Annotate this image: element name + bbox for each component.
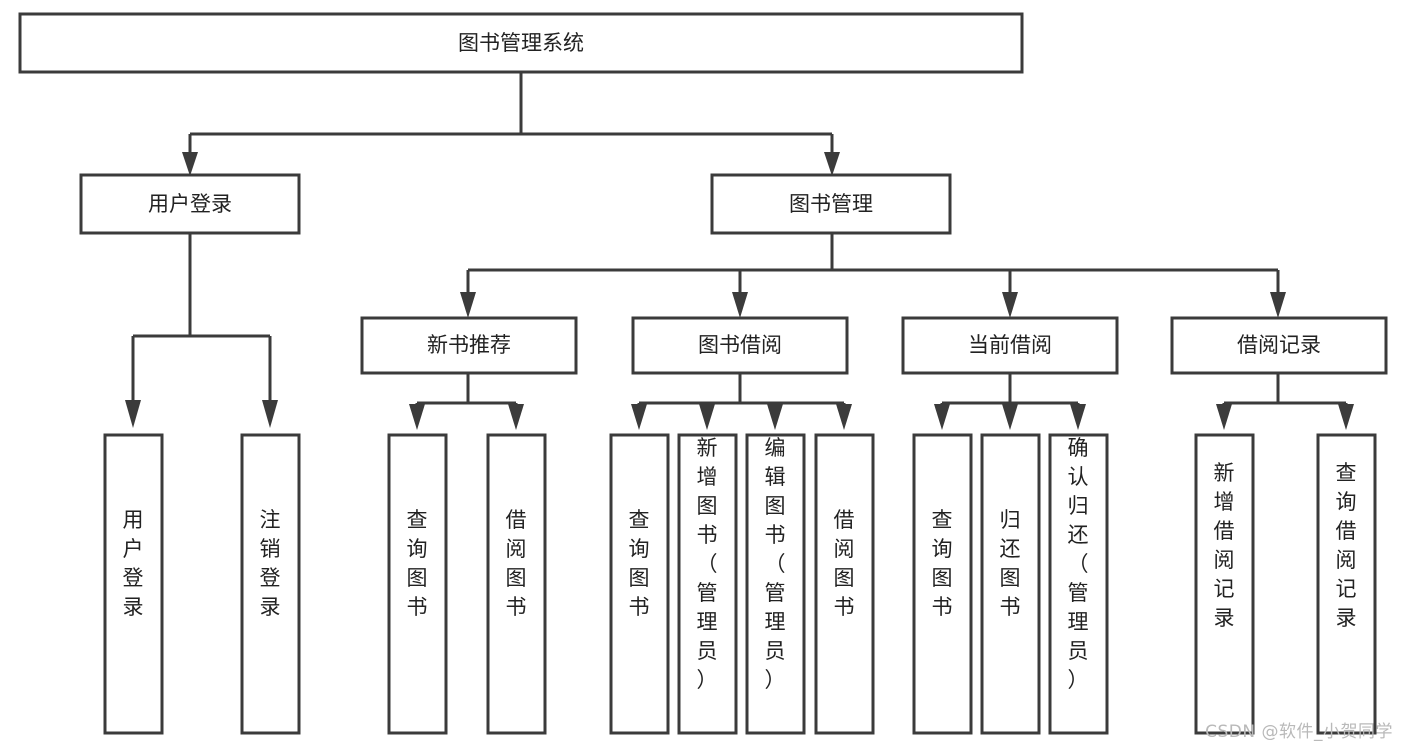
node-leaf-borrow-record-0[interactable]: 新增借阅记录 (1194, 433, 1255, 735)
arrow-head-bb-2 (767, 404, 783, 430)
node-book-management[interactable]: 图书管理 (710, 173, 952, 235)
node-leaf-book-borrow-3-box[interactable] (814, 433, 875, 735)
node-leaf-current-borrow-1-box[interactable] (980, 433, 1041, 735)
node-leaf-current-borrow-0-box[interactable] (912, 433, 973, 735)
node-leaf-user-login-1[interactable]: 注销登录 (240, 433, 301, 735)
node-leaf-book-borrow-1-label: 新增图书（管理员） (697, 436, 718, 692)
arrow-head-book-mgmt (824, 152, 840, 176)
connector-root-to-level2 (182, 72, 840, 176)
node-leaf-user-login-1-box[interactable] (240, 433, 301, 735)
node-root-system-label: 图书管理系统 (458, 31, 584, 55)
connector-book-borrow-to-leaves (631, 373, 852, 430)
node-book-borrow[interactable]: 图书借阅 (631, 316, 849, 375)
arrow-head-br-0 (1216, 404, 1232, 430)
node-new-book-recommend[interactable]: 新书推荐 (360, 316, 578, 375)
arrow-head-bb-3 (836, 404, 852, 430)
node-borrow-record-box[interactable] (1170, 316, 1388, 375)
node-leaf-book-borrow-3[interactable]: 借阅图书 (814, 433, 875, 735)
node-root-system[interactable]: 图书管理系统 (18, 12, 1024, 74)
connector-borrow-record-to-leaves (1216, 373, 1354, 430)
node-leaf-book-borrow-2-label: 编辑图书（管理员） (765, 436, 786, 692)
arrow-head-l3-2 (1002, 292, 1018, 318)
node-leaf-book-borrow-0[interactable]: 查询图书 (609, 433, 670, 735)
node-leaf-book-borrow-0-box[interactable] (609, 433, 670, 735)
node-leaf-new-book-0-box[interactable] (387, 433, 448, 735)
node-current-borrow[interactable]: 当前借阅 (901, 316, 1119, 375)
node-new-book-recommend-box[interactable] (360, 316, 578, 375)
node-leaf-book-borrow-2-box[interactable] (745, 433, 806, 735)
node-book-borrow-box[interactable] (631, 316, 849, 375)
node-leaf-new-book-0-label: 查询图书 (407, 508, 428, 619)
arrow-head-bb-1 (699, 404, 715, 430)
arrow-head-cb-1 (1002, 404, 1018, 430)
node-leaf-current-borrow-0[interactable]: 查询图书 (912, 433, 973, 735)
node-leaf-user-login-0-label: 用户登录 (123, 508, 144, 619)
arrow-head-br-1 (1338, 404, 1354, 430)
node-book-management-label: 图书管理 (789, 192, 873, 216)
node-leaf-book-borrow-1-box[interactable] (677, 433, 738, 735)
node-leaf-book-borrow-2[interactable]: 编辑图书（管理员） (745, 433, 806, 735)
connector-current-borrow-to-leaves (934, 373, 1086, 430)
node-borrow-record-label: 借阅记录 (1237, 333, 1321, 357)
node-leaf-user-login-1-label: 注销登录 (260, 508, 281, 619)
node-new-book-recommend-label: 新书推荐 (427, 333, 511, 357)
connector-new-book-to-leaves (409, 373, 524, 430)
node-root-system-box[interactable] (18, 12, 1024, 74)
node-current-borrow-label: 当前借阅 (968, 333, 1052, 357)
arrow-head-l3-1 (732, 292, 748, 318)
connector-book-mgmt-to-level3 (460, 233, 1286, 318)
node-leaf-borrow-record-1-box[interactable] (1316, 433, 1377, 735)
node-leaf-borrow-record-0-label: 新增借阅记录 (1214, 461, 1235, 630)
arrow-head-user-login (182, 152, 198, 176)
arrow-head-l3-0 (460, 292, 476, 318)
arrow-head-nb-0 (409, 404, 425, 430)
node-leaf-new-book-0[interactable]: 查询图书 (387, 433, 448, 735)
connector-user-login-to-leaves (125, 233, 278, 428)
node-leaf-current-borrow-0-label: 查询图书 (932, 508, 953, 619)
node-leaf-borrow-record-1[interactable]: 查询借阅记录 (1316, 433, 1377, 735)
arrow-head-ul-1 (262, 400, 278, 428)
node-leaf-book-borrow-0-label: 查询图书 (629, 508, 650, 619)
node-leaf-new-book-1-box[interactable] (486, 433, 547, 735)
node-leaf-new-book-1[interactable]: 借阅图书 (486, 433, 547, 735)
node-leaf-user-login-0-box[interactable] (103, 433, 164, 735)
node-leaf-current-borrow-2-label: 确认归还（管理员） (1068, 436, 1089, 692)
node-leaf-current-borrow-1[interactable]: 归还图书 (980, 433, 1041, 735)
arrow-head-cb-0 (934, 404, 950, 430)
node-current-borrow-box[interactable] (901, 316, 1119, 375)
node-user-login[interactable]: 用户登录 (79, 173, 301, 235)
node-borrow-record[interactable]: 借阅记录 (1170, 316, 1388, 375)
arrow-head-bb-0 (631, 404, 647, 430)
arrow-head-ul-0 (125, 400, 141, 428)
node-user-login-label: 用户登录 (148, 192, 232, 216)
node-leaf-book-borrow-1[interactable]: 新增图书（管理员） (677, 433, 738, 735)
node-leaf-borrow-record-1-label: 查询借阅记录 (1336, 461, 1357, 630)
node-leaf-current-borrow-1-label: 归还图书 (1000, 508, 1021, 619)
arrow-head-l3-3 (1270, 292, 1286, 318)
node-leaf-book-borrow-3-label: 借阅图书 (834, 508, 855, 619)
node-leaf-current-borrow-2[interactable]: 确认归还（管理员） (1048, 433, 1109, 735)
node-user-login-box[interactable] (79, 173, 301, 235)
node-leaf-new-book-1-label: 借阅图书 (506, 508, 527, 619)
node-leaf-user-login-0[interactable]: 用户登录 (103, 433, 164, 735)
node-leaf-current-borrow-2-box[interactable] (1048, 433, 1109, 735)
arrow-head-nb-1 (508, 404, 524, 430)
node-book-borrow-label: 图书借阅 (698, 333, 782, 357)
csdn-watermark: CSDN @软件_小贺同学 (1205, 722, 1393, 742)
arrow-head-cb-2 (1070, 404, 1086, 430)
node-book-management-box[interactable] (710, 173, 952, 235)
node-leaf-borrow-record-0-box[interactable] (1194, 433, 1255, 735)
